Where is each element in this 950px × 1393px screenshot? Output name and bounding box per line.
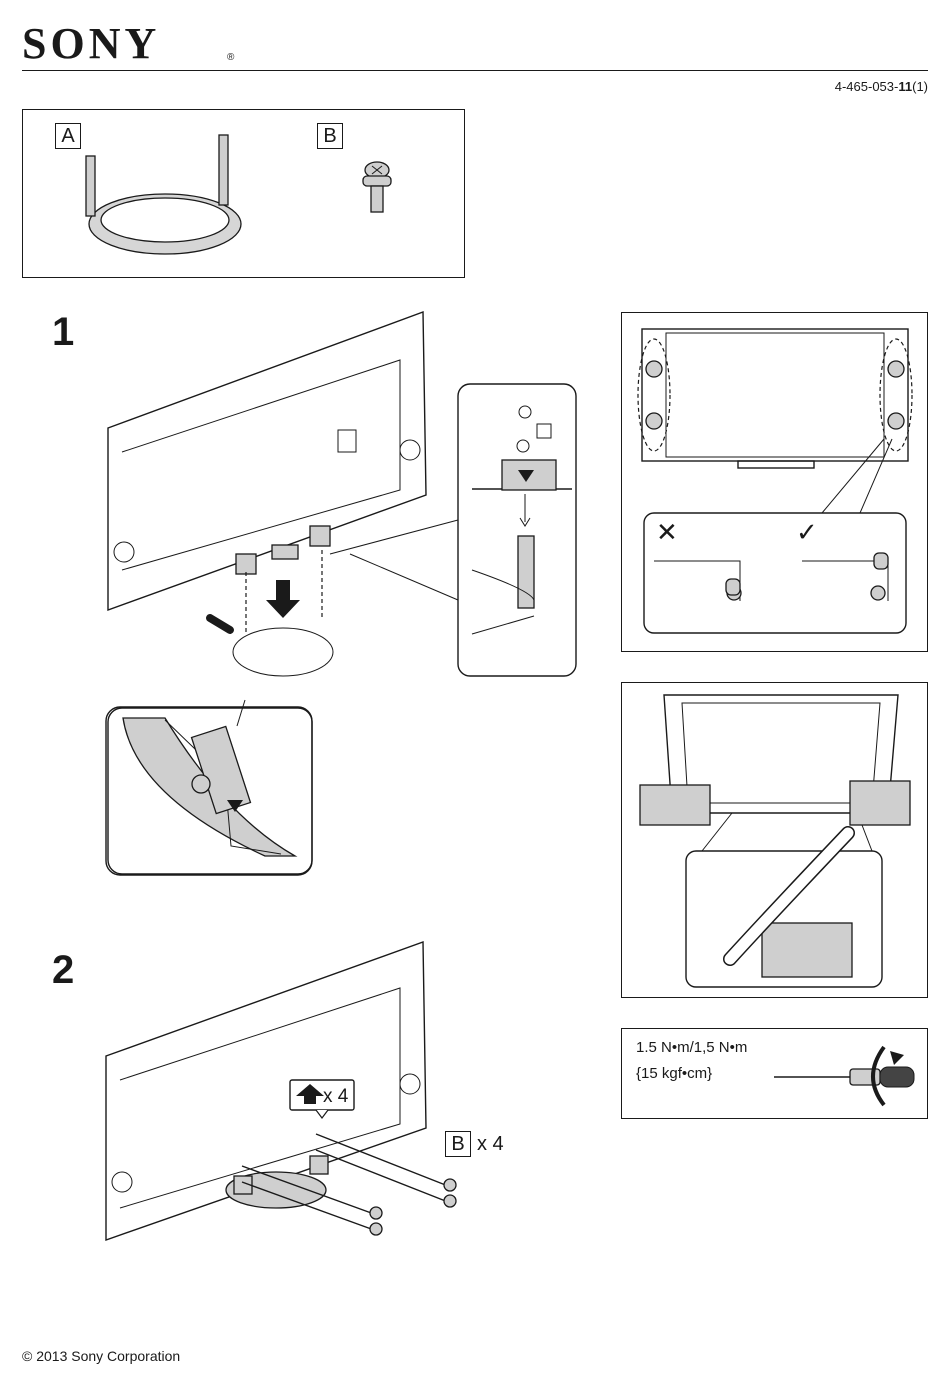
down-arrow [266, 580, 300, 618]
release-tool-icon [206, 614, 234, 634]
registered-mark: ® [227, 52, 235, 63]
packaging-illustration [639, 694, 911, 988]
screw-arrows [241, 1133, 457, 1236]
up-arrow-icon [289, 1079, 355, 1119]
torque-box: 1.5 N•m/1,5 N•m {15 kgf•cm} [621, 1028, 928, 1119]
placement-panel: ✕ ✓ [621, 312, 928, 652]
step-2-screw-count: x 4 [477, 1133, 504, 1155]
ring-stand-1 [232, 550, 334, 677]
torque-value: 1.5 N•m/1,5 N•m [636, 1039, 748, 1056]
doc-number-suffix: (1) [912, 79, 928, 94]
doc-number-bold: 11 [898, 79, 913, 94]
zoom-callout-1 [329, 383, 577, 677]
screwdriver-icon [774, 1066, 915, 1088]
stand-ring-part [85, 134, 242, 255]
step-1-number: 1 [52, 310, 75, 354]
document-number: 4-465-053-11(1) [835, 79, 928, 94]
tv-back-1 [107, 311, 427, 611]
torque-kgf: {15 kgf•cm} [636, 1065, 713, 1082]
step-2-part-b-label: B [445, 1131, 471, 1157]
placement-illustration [637, 328, 913, 634]
stand-ring-illustration [85, 134, 392, 255]
latch-detail-illustration [105, 699, 313, 876]
step-2-tv-illustration [105, 941, 457, 1241]
screwdriver-illustration [774, 1045, 915, 1107]
step-2-number: 2 [52, 948, 75, 992]
step-1-tv-illustration [107, 311, 577, 875]
sony-logo: SONY [22, 19, 161, 68]
header-rule [22, 70, 928, 71]
copyright: © 2013 Sony Corporation [22, 1348, 181, 1364]
doc-number-prefix: 4-465-053- [834, 79, 899, 94]
parts-box: A B [22, 109, 465, 278]
right-mark: ✓ [796, 517, 818, 547]
packaging-panel [621, 682, 928, 998]
tv-back-2 [105, 941, 427, 1241]
screw-part [362, 161, 392, 213]
wrong-mark: ✕ [656, 517, 678, 547]
part-b-label: B [317, 123, 343, 149]
rotate-clockwise-icon [871, 1045, 904, 1107]
screw-hole-count: x 4 [323, 1086, 349, 1107]
part-a-label: A [55, 123, 81, 149]
